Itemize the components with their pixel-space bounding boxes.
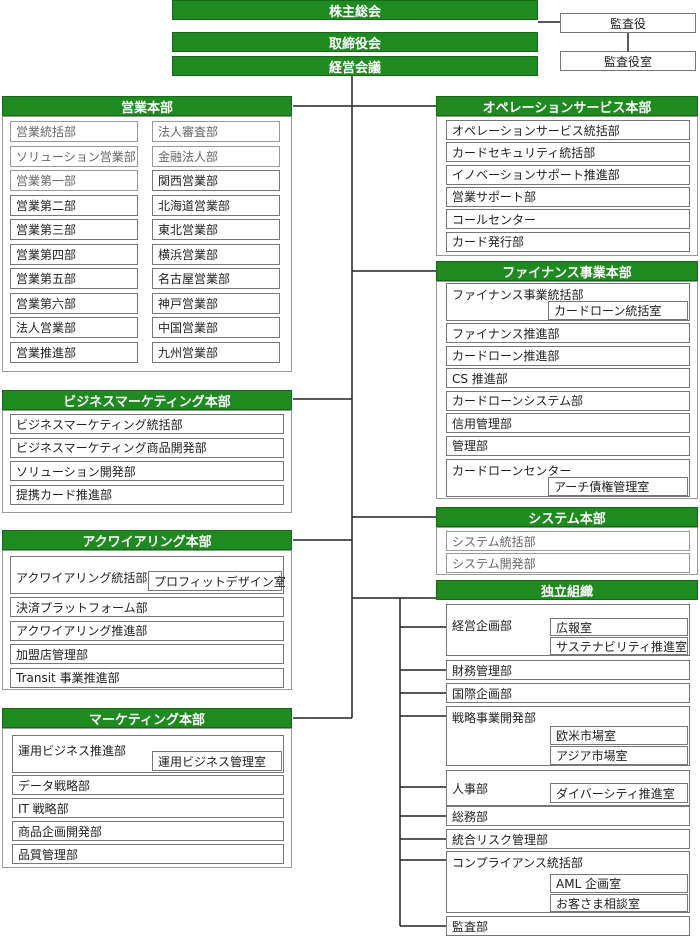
finance-dept: 管理部	[446, 435, 690, 456]
board-of-directors: 取締役会	[172, 32, 538, 52]
planning-dept-label: 経営企画部	[452, 619, 513, 633]
sales-dept: 法人審査部	[152, 121, 280, 142]
system-dept: システム開発部	[446, 553, 690, 573]
pr-office: 広報室	[550, 618, 688, 636]
arch-credit-office: アーチ債権管理室	[548, 477, 688, 496]
operation-dept: カードセキュリティ統括部	[446, 142, 690, 163]
profit-design-office: プロフィットデザイン室	[148, 571, 286, 591]
acquiring-dept: 加盟店管理部	[10, 644, 284, 664]
sales-dept: 営業推進部	[10, 341, 138, 363]
sales-dept: 中国営業部	[152, 317, 280, 338]
sales-dept: 北海道営業部	[152, 194, 280, 216]
finance-mgmt-dept: 財務管理部	[446, 660, 690, 680]
biz-marketing-dept: ソリューション開発部	[10, 461, 284, 481]
sales-dept: 営業第六部	[10, 292, 138, 314]
risk-mgmt-dept: 統合リスク管理部	[446, 829, 690, 849]
finance-dept: カードローンシステム部	[446, 390, 690, 411]
audit-dept: 監査部	[446, 916, 690, 936]
general-affairs-dept: 総務部	[446, 806, 690, 826]
operation-dept: カード発行部	[446, 231, 690, 252]
management-meeting: 経営会議	[172, 56, 538, 76]
finance-dept: CS 推進部	[446, 368, 690, 388]
independent-title: 独立組織	[436, 580, 698, 600]
sales-dept: ソリューション営業部	[10, 145, 138, 167]
audit-office-box: 監査役室	[560, 51, 696, 71]
marketing-dept: 商品企画開発部	[12, 821, 284, 841]
intl-planning-dept: 国際企画部	[446, 683, 690, 703]
marketing-dept: データ戦略部	[12, 775, 284, 795]
west-market-office: 欧米市場室	[550, 726, 688, 745]
sales-dept: 神戸営業部	[152, 292, 280, 314]
system-dept: システム統括部	[446, 531, 690, 551]
biz-marketing-hq-title: ビジネスマーケティング本部	[2, 390, 292, 410]
hr-dept-label: 人事部	[452, 781, 489, 796]
biz-marketing-dept: ビジネスマーケティング統括部	[10, 414, 284, 434]
sales-dept: 関西営業部	[152, 170, 280, 191]
operation-dept: 営業サポート部	[446, 186, 690, 207]
sales-dept: 営業統括部	[10, 121, 138, 142]
sales-dept: 営業第二部	[10, 194, 138, 216]
system-hq-title: システム本部	[436, 507, 698, 527]
sales-dept: 法人営業部	[10, 317, 138, 338]
finance-dept: カードローン推進部	[446, 345, 690, 366]
finance-dept: 信用管理部	[446, 413, 690, 433]
cardloan-center-label: カードローンセンター	[452, 464, 572, 478]
finance-dept: ファイナンス推進部	[446, 323, 690, 343]
acquiring-parent-label: アクワイアリング統括部	[16, 571, 148, 585]
sales-hq-title: 営業本部	[2, 96, 292, 116]
acquiring-hq-title: アクワイアリング本部	[2, 530, 292, 550]
compliance-dept-label: コンプライアンス統括部	[452, 856, 583, 870]
operation-dept: コールセンター	[446, 209, 690, 230]
sales-dept: 営業第三部	[10, 219, 138, 240]
marketing-parent-label: 運用ビジネス推進部	[18, 744, 127, 758]
customer-consult-office: お客さま相談室	[550, 894, 688, 912]
sales-dept: 営業第四部	[10, 243, 138, 265]
biz-marketing-dept: ビジネスマーケティング商品開発部	[10, 437, 284, 458]
operation-dept: イノベーションサポート推進部	[446, 164, 690, 185]
diversity-office: ダイバーシティ推進室	[550, 783, 688, 803]
sales-dept: 金融法人部	[152, 145, 280, 167]
sales-dept: 横浜営業部	[152, 243, 280, 265]
finance-parent-label: ファイナンス事業統括部	[452, 288, 584, 302]
shareholders-meeting: 株主総会	[172, 0, 538, 20]
strategy-dept-label: 戦略事業開発部	[452, 711, 537, 725]
auditor-box: 監査役	[560, 13, 696, 33]
sales-dept: 営業第五部	[10, 268, 138, 289]
acquiring-dept: Transit 事業推進部	[10, 667, 284, 688]
acquiring-dept: 決済プラットフォーム部	[10, 597, 284, 617]
operation-hq-title: オペレーションサービス本部	[436, 96, 698, 116]
finance-hq-title: ファイナンス事業本部	[436, 261, 698, 281]
acquiring-dept: アクワイアリング推進部	[10, 620, 284, 641]
biz-marketing-dept: 提携カード推進部	[10, 484, 284, 505]
sales-dept: 営業第一部	[10, 170, 138, 191]
sales-dept: 九州営業部	[152, 341, 280, 363]
cardloan-office: カードローン統括室	[548, 301, 688, 320]
marketing-dept: IT 戦略部	[12, 798, 284, 818]
marketing-dept: 品質管理部	[12, 844, 284, 864]
ops-biz-mgmt-office: 運用ビジネス管理室	[152, 751, 282, 771]
operation-dept: オペレーションサービス統括部	[446, 120, 690, 140]
aml-office: AML 企画室	[550, 874, 688, 893]
marketing-hq-title: マーケティング本部	[2, 708, 292, 728]
sales-dept: 名古屋営業部	[152, 268, 280, 289]
asia-market-office: アジア市場室	[550, 746, 688, 765]
sustainability-office: サステナビリティ推進室	[550, 637, 688, 655]
sales-dept: 東北営業部	[152, 219, 280, 240]
